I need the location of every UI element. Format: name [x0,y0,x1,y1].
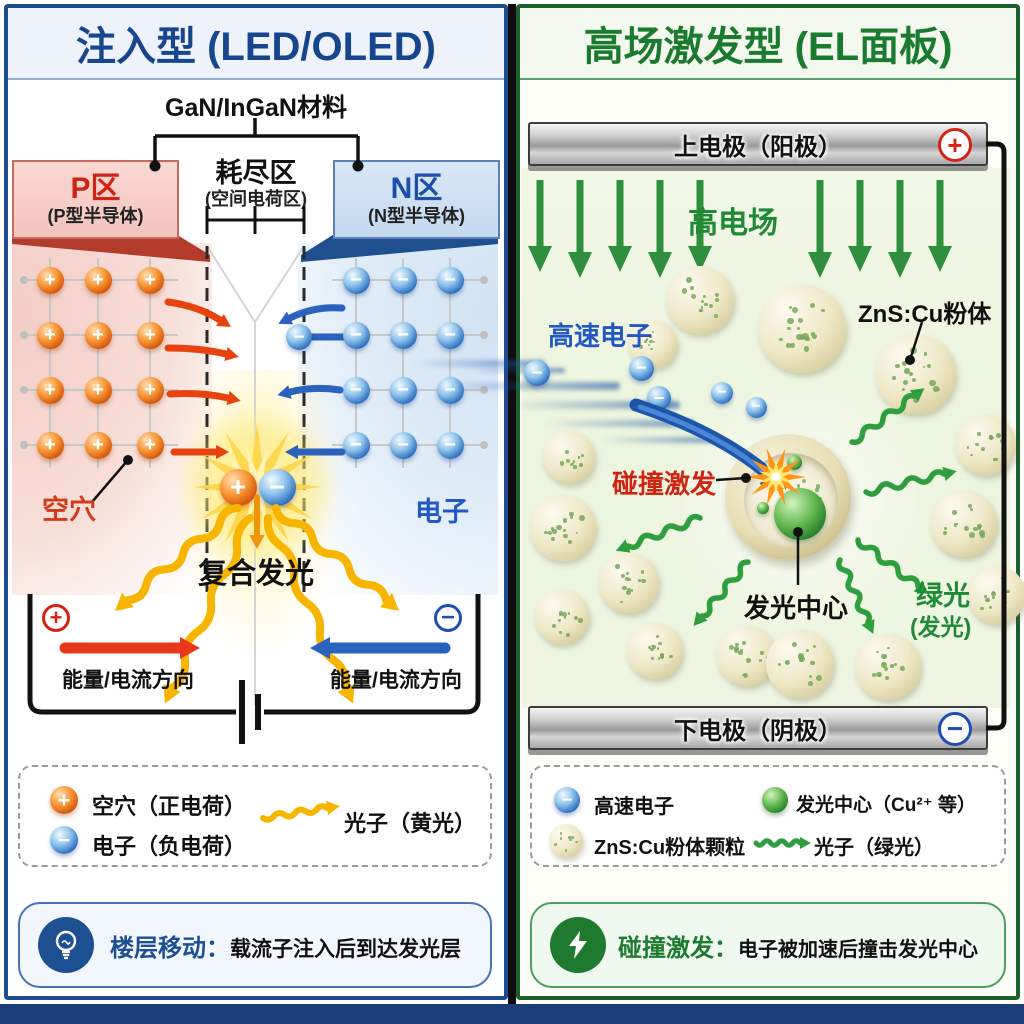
depletion-region-label: 耗尽区 (空间电荷区) [178,157,334,211]
injection-note-text: 楼层移动：载流子注入后到达发光层 [110,928,461,963]
legend-center-label: 发光中心（Cu²⁺ 等） [796,795,976,816]
flow-right-label: 能量/电流方向 [330,669,462,692]
field-label: 高电场 [688,207,778,240]
bowl-dopant-dot [770,474,775,480]
p-region-subtitle: (P型半导体) [47,206,144,227]
hole-label: 空穴 [42,495,96,525]
n-region-subtitle: (N型半导体) [368,206,465,227]
n-region-box: N区 (N型半导体) [333,160,500,239]
bowl-dopant-dot [791,511,795,515]
el-note-body: 电子被加速后撞击发光中心 [738,938,978,961]
top-electrode: 上电极（阳极） + [528,122,988,166]
injection-legend-box [18,765,492,867]
flow-left-label: 能量/电流方向 [62,669,194,692]
green-light-sublabel: (发光) [910,614,972,640]
panel-divider [508,4,516,1004]
electron-label: 电子 [415,497,469,527]
recombination-glow [175,370,340,650]
depletion-subtitle: (空间电荷区) [205,189,307,210]
recombination-label: 复合发光 [197,558,314,590]
bowl-dopant-dot [797,515,801,519]
material-label: GaN/InGaN材料 [165,94,347,122]
injection-note: 楼层移动：载流子注入后到达发光层 [18,902,492,988]
legend-fast-electron-label: 高速电子 [594,796,674,818]
p-region-box: P区 (P型半导体) [12,160,179,239]
anode-plus-icon: + [938,128,972,162]
top-electrode-label: 上电极（阳极） [674,133,842,161]
injection-note-title: 楼层移动： [110,934,230,962]
bowl-dopant-dot [792,499,798,506]
bowl-dopant-dot [806,499,812,506]
bottom-bar [0,1004,1024,1024]
p-side-plus-icon: + [42,604,70,632]
lightbulb-icon [38,917,94,973]
p-region-title: P区 [70,171,121,205]
injection-title: 注入型 (LED/OLED) [8,8,504,80]
legend-green-photon-label: 光子（绿光） [814,837,934,859]
el-note-text: 碰撞激发：电子被加速后撞击发光中心 [618,928,978,963]
depletion-title: 耗尽区 [215,158,297,188]
legend-yellow-photon-label: 光子（黄光） [344,811,477,836]
injection-note-body: 载流子注入后到达发光层 [230,937,461,961]
lightning-icon [550,917,606,973]
el-note-title: 碰撞激发： [618,934,738,962]
legend-hole-label: 空穴（正电荷） [92,794,247,819]
bowl-dopant-dot [801,478,807,483]
el-legend-box [530,765,1006,867]
zns-particle-cutaway-inner [744,453,838,547]
el-title: 高场激发型 (EL面板) [520,8,1016,80]
bottom-electrode-label: 下电极（阴极） [674,717,842,745]
n-region-title: N区 [390,171,443,205]
cathode-minus-icon: − [938,712,972,746]
n-side-minus-icon: − [434,604,462,632]
bowl-dopant-dot [815,488,819,492]
impact-label: 碰撞激发 [612,469,717,499]
luminescent-center-label: 发光中心 [744,593,849,623]
bottom-electrode: 下电极（阴极） − [528,706,988,750]
powder-label: ZnS:Cu粉体 [858,301,992,328]
bowl-dopant-dot [797,484,801,488]
bowl-dopant-dot [815,483,821,489]
legend-powder-label: ZnS:Cu粉体颗粒 [594,837,746,859]
legend-electron-label: 电子（负电荷） [92,834,247,859]
fast-electron-label: 高速电子 [548,321,653,351]
bowl-dopant-dot [817,496,823,502]
el-note: 碰撞激发：电子被加速后撞击发光中心 [530,902,1006,988]
